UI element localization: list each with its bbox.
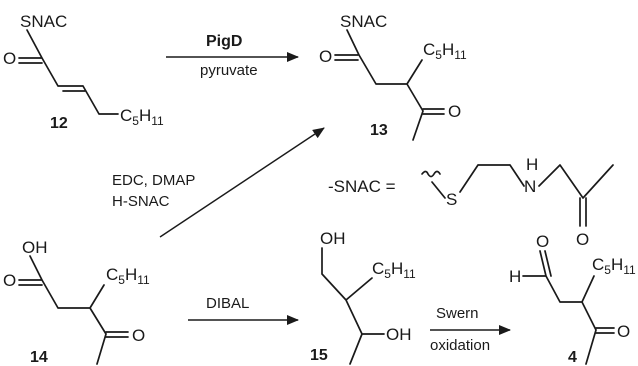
compound-13-pentyl-label: C5H11 [423, 40, 467, 62]
compound-12-snac-label: SNAC [20, 12, 67, 31]
compound-12-pentyl-label: C5H11 [120, 106, 164, 128]
compound-14-oxygen-label: O [3, 271, 16, 290]
compound-13-bonds [334, 29, 445, 141]
dibal-reagent-label: DIBAL [206, 295, 249, 312]
pigd-enzyme-label: PigD [206, 33, 242, 50]
snac-nitrogen-label: N [524, 177, 536, 196]
compound-14-number: 14 [30, 349, 48, 366]
compound-13-oxygen-label: O [319, 47, 332, 66]
snac-hydrogen-label: H [526, 155, 538, 174]
pigd-cofactor-label: pyruvate [200, 62, 258, 79]
compound-12-oxygen-label: O [3, 49, 16, 68]
compound-13: SNAC O C5H11 O 13 [319, 12, 467, 141]
compound-12-number: 12 [50, 115, 68, 132]
swern-reagent-line2: oxidation [430, 337, 490, 354]
snac-definition-prefix: -SNAC = [328, 177, 396, 196]
compound-13-ketone-oxygen-label: O [448, 102, 461, 121]
compound-4-aldehyde-hydrogen-label: H [509, 267, 521, 286]
compound-4-number: 4 [568, 349, 577, 366]
compound-15-number: 15 [310, 347, 328, 364]
compound-13-number: 13 [370, 122, 388, 139]
reaction-reduction: DIBAL [188, 295, 299, 325]
compound-4-ketone-oxygen-label: O [617, 322, 630, 341]
compound-15-bonds [321, 247, 385, 365]
compound-4-bonds [522, 250, 615, 365]
coupling-arrow [159, 127, 325, 238]
compound-12: SNAC O C5H11 12 [3, 12, 164, 132]
compound-12-bonds [18, 29, 119, 115]
snac-sulfur-label: S [446, 190, 457, 209]
reaction-coupling: EDC, DMAP H-SNAC [112, 127, 325, 238]
reaction-pigd: PigD pyruvate [166, 33, 299, 79]
snac-definition-bonds [431, 164, 614, 227]
compound-15-bottom-oh-label: OH [386, 325, 412, 344]
compound-15-pentyl-label: C5H11 [372, 259, 416, 281]
compound-14: OH O C5H11 O 14 [3, 238, 150, 366]
compound-15-top-oh-label: OH [320, 229, 346, 248]
compound-14-acid-oh-label: OH [22, 238, 48, 257]
compound-4: O H C5H11 O 4 [509, 232, 636, 366]
compound-4-pentyl-label: C5H11 [592, 255, 636, 277]
compound-4-aldehyde-oxygen-label: O [536, 232, 549, 251]
snac-wavy-bond [421, 170, 441, 178]
compound-14-ketone-oxygen-label: O [132, 326, 145, 345]
snac-definition: -SNAC = S N H O [328, 155, 614, 249]
coupling-reagent-line2: H-SNAC [112, 193, 170, 210]
compound-14-bonds [18, 255, 129, 365]
compound-14-pentyl-label: C5H11 [106, 265, 150, 287]
snac-oxygen-label: O [576, 230, 589, 249]
reaction-oxidation: Swern oxidation [430, 305, 511, 354]
swern-reagent-line1: Swern [436, 305, 479, 322]
coupling-reagent-line1: EDC, DMAP [112, 172, 195, 189]
compound-15: OH C5H11 OH 15 [310, 229, 416, 365]
compound-13-snac-label: SNAC [340, 12, 387, 31]
